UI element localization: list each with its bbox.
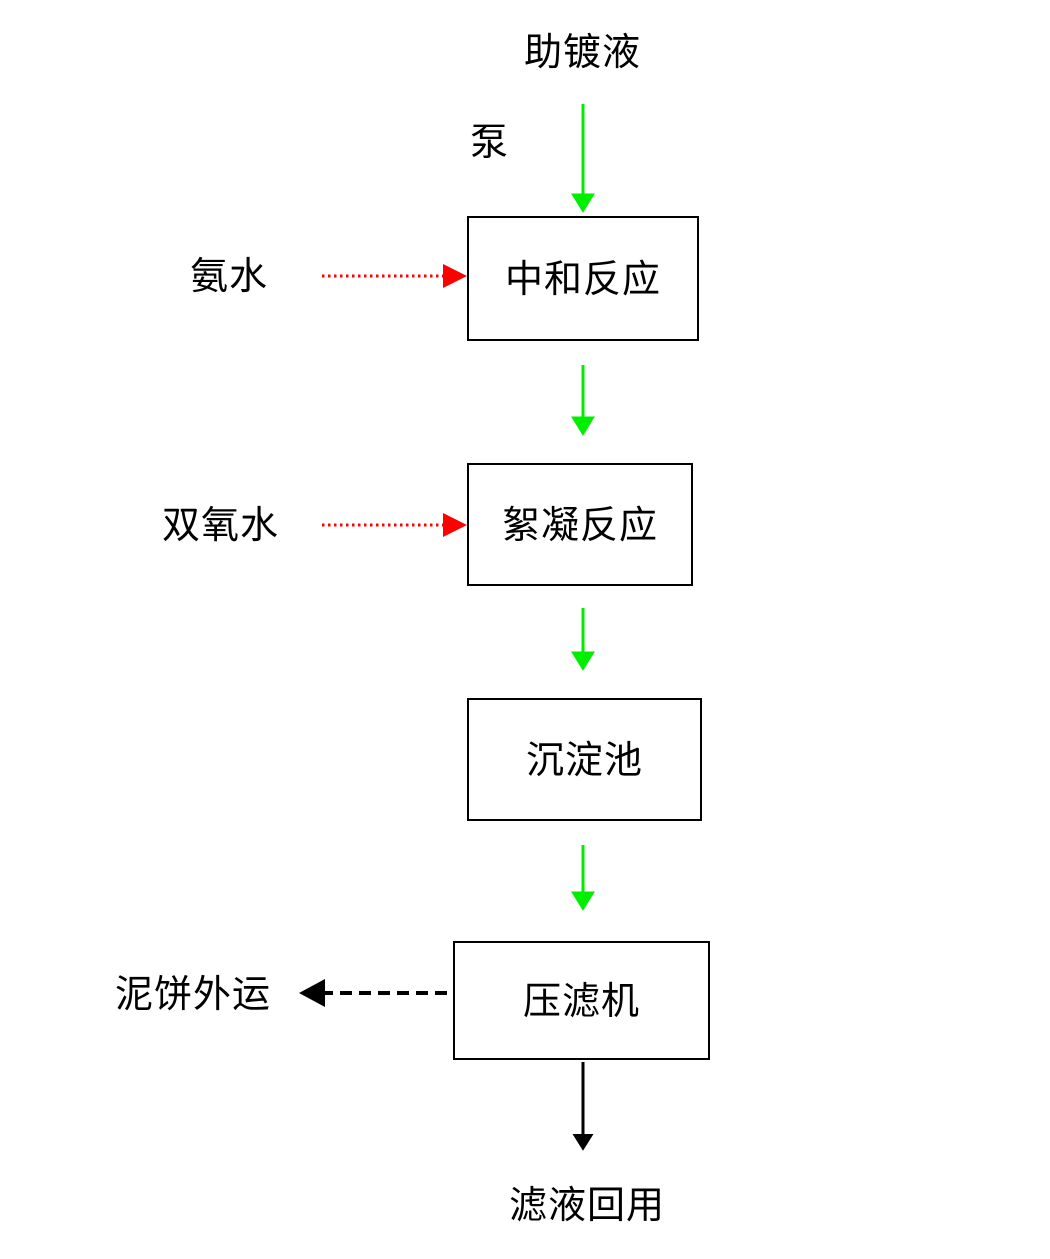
node-neutralization-reaction[interactable]: 中和反应 bbox=[467, 216, 699, 341]
flux-input-label: 助镀液 bbox=[524, 30, 642, 74]
filtrate-output-label: 滤液回用 bbox=[509, 1183, 666, 1227]
node-flocculation-reaction-label: 絮凝反应 bbox=[501, 502, 658, 547]
node-flocculation-reaction[interactable]: 絮凝反应 bbox=[467, 463, 693, 586]
node-sedimentation-tank[interactable]: 沉淀池 bbox=[467, 698, 702, 821]
node-filter-press[interactable]: 压滤机 bbox=[453, 941, 710, 1060]
peroxide-input-label: 双氧水 bbox=[162, 503, 280, 547]
arrow-peroxide-to-flocculation bbox=[322, 513, 467, 537]
ammonia-input-label: 氨水 bbox=[190, 254, 269, 298]
node-sedimentation-tank-label: 沉淀池 bbox=[525, 737, 643, 782]
node-neutralization-reaction-label: 中和反应 bbox=[504, 256, 661, 301]
mudcake-output-label: 泥饼外运 bbox=[115, 972, 272, 1016]
pump-label: 泵 bbox=[470, 120, 510, 164]
arrow-filterpress-to-mudcake bbox=[299, 979, 447, 1007]
node-filter-press-label: 压滤机 bbox=[522, 978, 640, 1023]
arrow-ammonia-to-neutralization bbox=[322, 264, 467, 288]
